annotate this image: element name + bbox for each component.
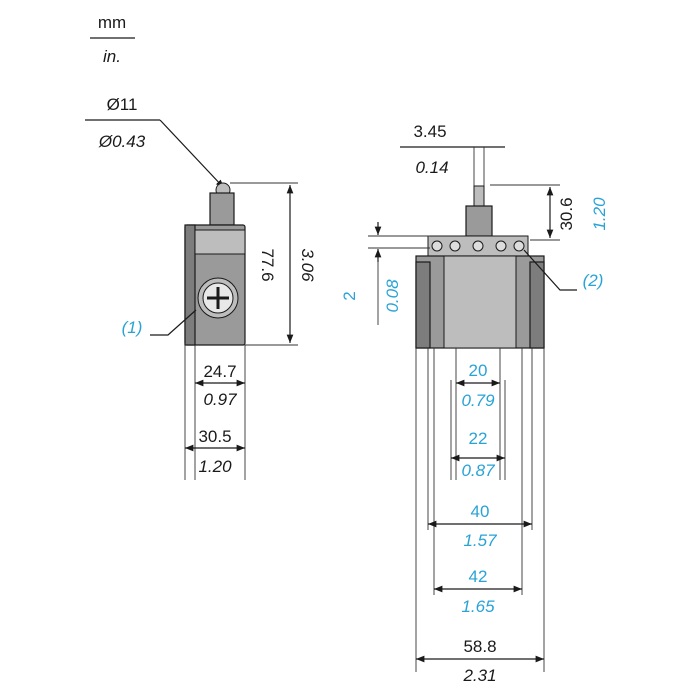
plunger-height-in: 1.20: [590, 197, 609, 231]
plunger-width-in: 0.14: [415, 158, 448, 177]
width-outer-mm: 30.5: [198, 427, 231, 446]
w22-mm: 22: [469, 429, 488, 448]
unit-in: in.: [103, 47, 121, 66]
w20-in: 0.79: [461, 391, 495, 410]
plunger-width-mm: 3.45: [413, 122, 446, 141]
width-outer-in: 1.20: [198, 457, 232, 476]
w42-mm: 42: [469, 567, 488, 586]
plunger-height-mm: 30.6: [557, 197, 576, 230]
w58-in: 2.31: [462, 666, 496, 685]
w20-mm: 20: [469, 361, 488, 380]
plunger-shape: [473, 185, 485, 209]
width-inner-mm: 24.7: [203, 362, 236, 381]
width-inner-in: 0.97: [203, 390, 237, 409]
w58-mm: 58.8: [463, 637, 496, 656]
head-shape: [209, 192, 235, 226]
callout-2: (2): [583, 271, 604, 290]
height-mm: 77.6: [258, 248, 277, 281]
roller-diameter-in: Ø0.43: [98, 132, 146, 151]
w40-mm: 40: [471, 502, 490, 521]
step-mm: 2: [340, 291, 359, 300]
w22-in: 0.87: [461, 461, 495, 480]
w40-in: 1.57: [463, 531, 497, 550]
unit-mm: mm: [98, 13, 126, 32]
units-legend: mm in.: [90, 13, 135, 66]
height-in: 3.06: [298, 248, 317, 282]
callout-1: (1): [122, 318, 143, 337]
roller-diameter-mm: Ø11: [107, 95, 138, 114]
w42-in: 1.65: [461, 597, 495, 616]
step-in: 0.08: [383, 279, 402, 313]
right-view: 3.45 0.14 30.6 1.20 2 0.08: [340, 122, 609, 685]
plunger-head: [465, 205, 493, 237]
left-view: Ø11 Ø0.43 77.6 3.06 (1) 24.7 0.97 30.: [85, 95, 317, 480]
